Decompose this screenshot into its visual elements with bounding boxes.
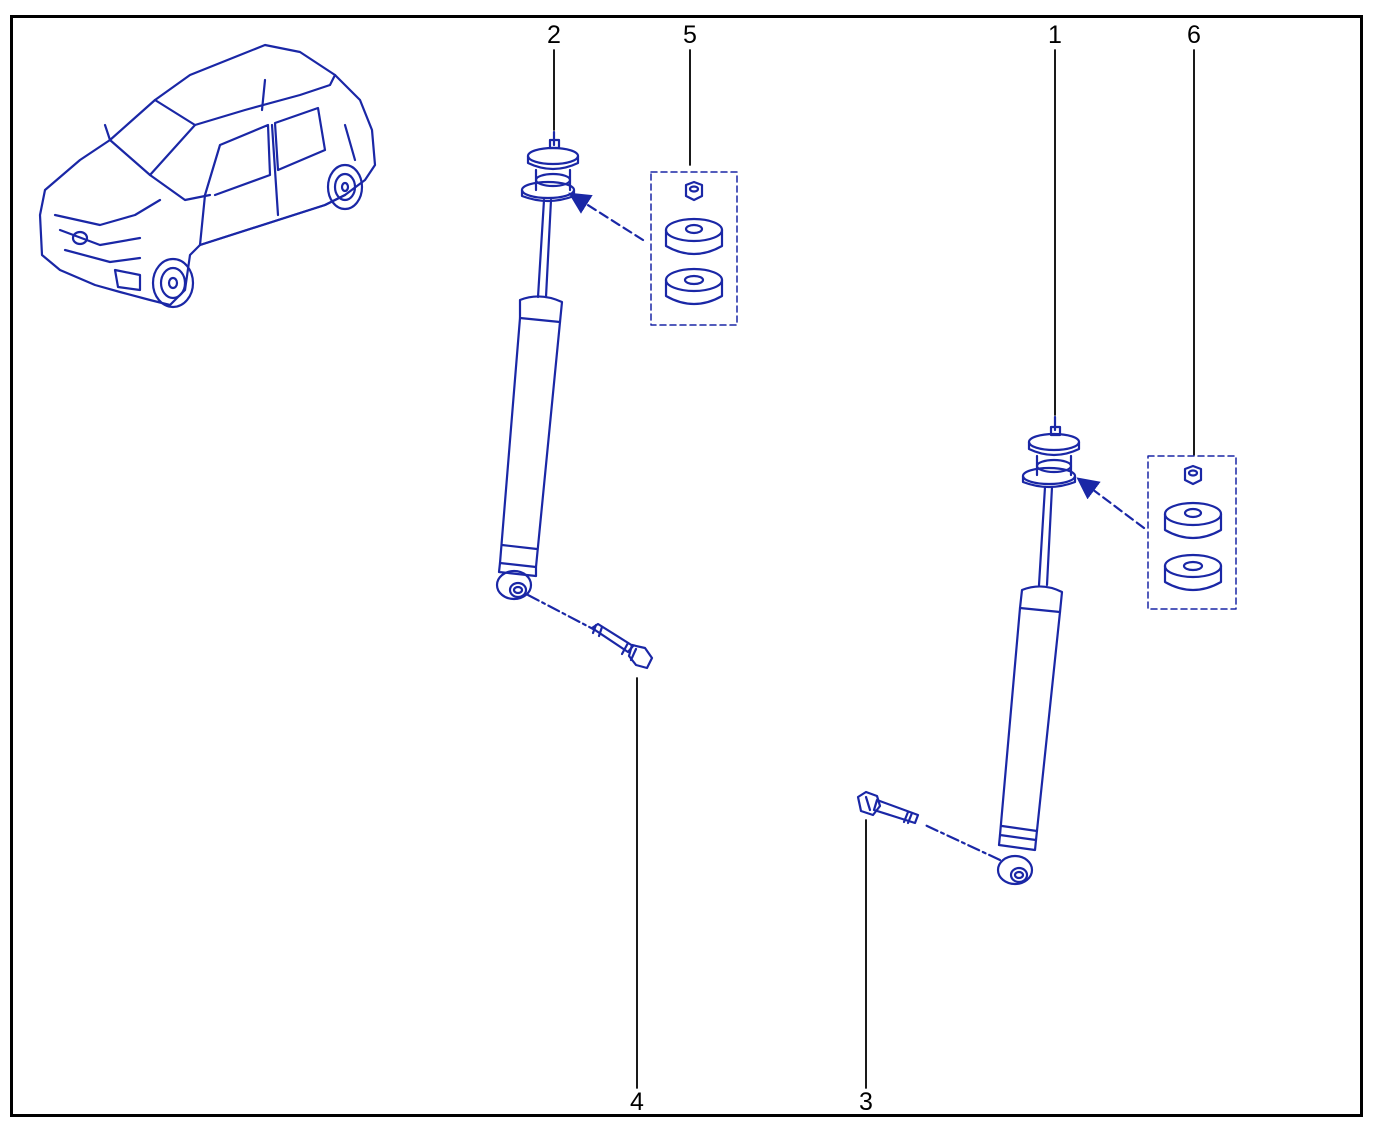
- leader-lines: [553, 49, 1195, 1089]
- rubber-bushing-icon: [1163, 501, 1223, 540]
- callout-4: 4: [630, 1088, 644, 1116]
- rubber-bushing-icon: [664, 217, 724, 256]
- callout-1: 1: [1048, 21, 1062, 49]
- callout-6: 6: [1187, 21, 1201, 49]
- rubber-bushing-icon: [1163, 553, 1223, 592]
- nut-icon: [684, 180, 704, 202]
- bolt-icon: [856, 790, 920, 825]
- diagram-frame: [10, 15, 1363, 1117]
- rubber-bushing-icon: [664, 267, 724, 306]
- kit-5-box: [650, 171, 738, 326]
- callout-5: 5: [683, 21, 697, 49]
- callout-3: 3: [859, 1088, 873, 1116]
- nut-icon: [1183, 464, 1203, 486]
- shock-absorber-right: [996, 415, 1081, 886]
- kit-6-parts: [1163, 464, 1223, 592]
- bolt-icon: [590, 622, 654, 670]
- car-icon: [38, 43, 377, 309]
- kit-5-parts: [664, 180, 724, 306]
- callout-2: 2: [547, 21, 561, 49]
- kit-6-box: [1147, 455, 1237, 610]
- shock-absorber-left: [495, 130, 580, 601]
